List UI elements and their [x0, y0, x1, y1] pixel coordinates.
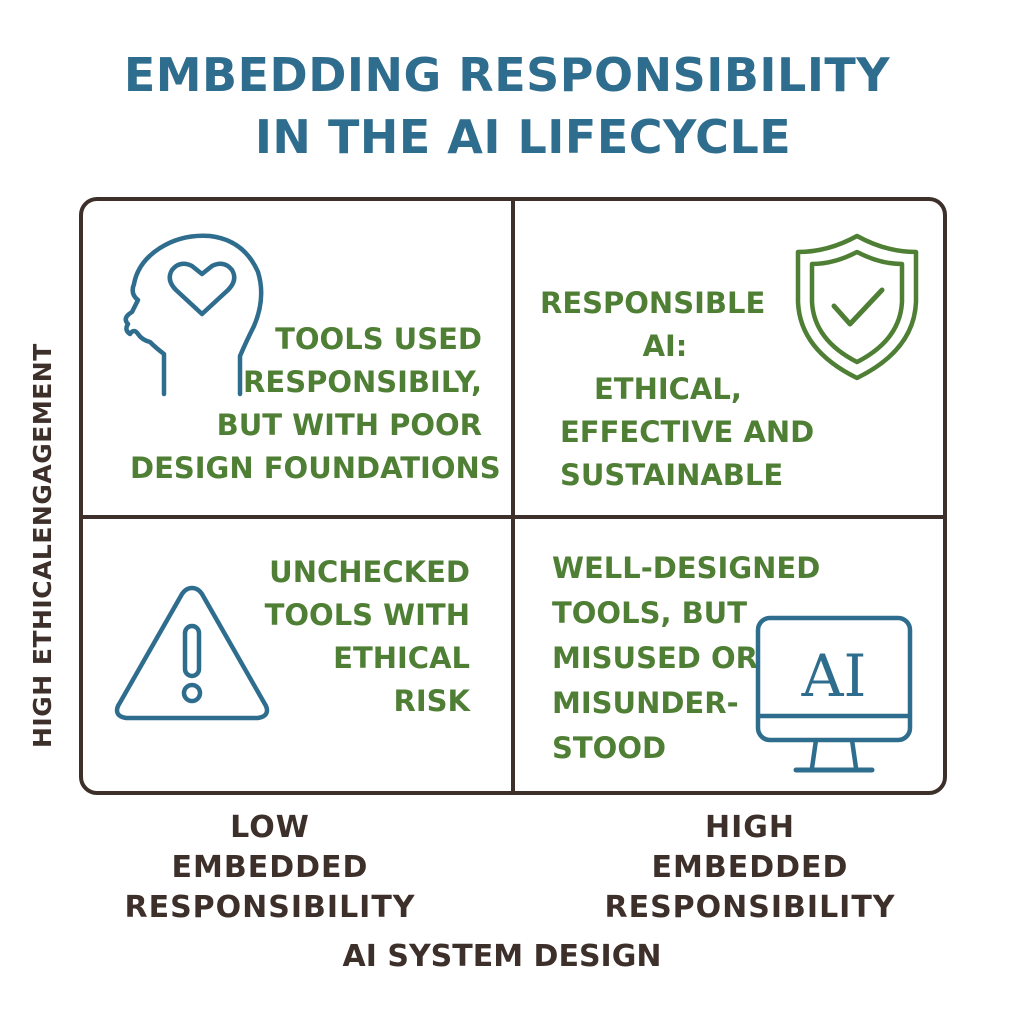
- quadrant-top-left-text: TOOLS USED RESPONSIBILY, BUT WITH POOR D…: [130, 318, 501, 490]
- quadrant-top-right-text: RESPONSIBLE AI: ETHICAL, EFFECTIVE AND S…: [540, 282, 815, 497]
- x-low-line: LOW: [230, 810, 310, 845]
- vertical-divider: [511, 199, 515, 793]
- x-high-line: HIGH: [704, 810, 795, 845]
- x-axis-low-label: LOW EMBEDDED RESPONSIBILITY: [120, 808, 420, 928]
- quadrant-line: TOOLS USED: [275, 322, 482, 356]
- head-heart-icon: [120, 232, 265, 402]
- shield-check-icon: [792, 232, 922, 382]
- x-axis-title: AI SYSTEM DESIGN: [342, 939, 662, 974]
- quadrant-line: RISK: [393, 684, 470, 718]
- quadrant-line: EFFECTIVE AND: [560, 415, 815, 449]
- quadrant-line: RESPONSIBLE: [540, 286, 766, 320]
- title-line-2: IN THE AI LIFECYCLE: [254, 110, 792, 164]
- quadrant-line: TOOLS, BUT: [552, 596, 747, 630]
- quadrant-bottom-right-text: WELL-DESIGNED TOOLS, BUT MISUSED OR MISU…: [552, 546, 821, 771]
- quadrant-line: WELL-DESIGNED: [552, 551, 821, 585]
- x-high-line: RESPONSIBILITY: [604, 890, 896, 925]
- quadrant-line: STOOD: [552, 731, 667, 765]
- quadrant-line: TOOLS WITH: [264, 598, 470, 632]
- quadrant-line: MISUSED OR: [552, 641, 758, 675]
- horizontal-divider: [81, 515, 945, 519]
- title-line-1: EMBEDDING RESPONSIBILITY: [123, 48, 891, 102]
- warning-icon: [112, 582, 272, 722]
- x-low-line: RESPONSIBILITY: [124, 890, 416, 925]
- x-axis-high-label: HIGH EMBEDDED RESPONSIBILITY: [590, 808, 910, 928]
- quadrant-line: UNCHECKED: [269, 555, 470, 589]
- ai-monitor-label: AI: [801, 642, 867, 710]
- x-low-line: EMBEDDED: [171, 850, 369, 885]
- y-axis-label: HIGH ETHICALENGAGEMENT: [28, 343, 57, 748]
- quadrant-bottom-left-text: UNCHECKED TOOLS WITH ETHICAL RISK: [238, 551, 470, 723]
- quadrant-line: ETHICAL,: [594, 372, 742, 406]
- quadrant-line: BUT WITH POOR: [216, 408, 482, 442]
- quadrant-line: SUSTAINABLE: [560, 458, 784, 492]
- page-title: EMBEDDING RESPONSIBILITY IN THE AI LIFEC…: [0, 44, 1024, 168]
- quadrant-line: DESIGN FOUNDATIONS: [130, 451, 501, 485]
- quadrant-line: RESPONSIBILY,: [243, 365, 482, 399]
- ai-monitor-icon: AI: [754, 614, 914, 774]
- quadrant-line: AI:: [642, 329, 688, 363]
- quadrant-line: MISUNDER-: [552, 686, 739, 720]
- x-high-line: EMBEDDED: [651, 850, 849, 885]
- quadrant-line: ETHICAL: [333, 641, 470, 675]
